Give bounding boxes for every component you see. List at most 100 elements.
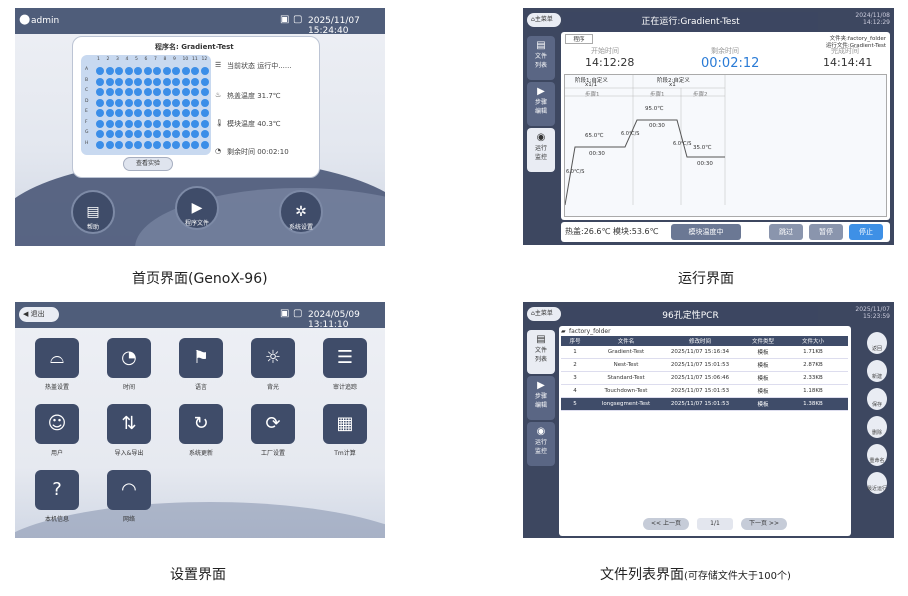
plate-well [153,88,161,96]
plate-well [124,140,133,149]
stop-button[interactable]: 停止 [849,224,883,240]
plate-well [105,88,114,96]
language-flag-icon[interactable]: ⚑ [179,338,223,378]
start-time-label: 开始时间 [591,47,619,55]
update-icon[interactable]: ↻ [179,404,223,444]
thermometer-icon: 🌡 [215,119,224,127]
table-cell: 2.33KB [803,375,823,381]
table-header-cell: 文件大小 [801,339,824,345]
plate-well [191,67,199,75]
plate-well [181,67,190,75]
table-cell: 2025/11/07 15:16:34 [670,349,730,355]
main-menu-button[interactable]: ⌂主菜单 [527,307,561,321]
finish-time-label: 完成时间 [831,47,859,55]
plate-row-label: D [85,98,89,104]
lock-icon[interactable]: ▣ [280,308,290,319]
audit-icon[interactable]: ☰ [323,338,367,378]
plate-well [200,88,209,96]
save-icon[interactable]: 保存 [867,388,887,410]
nav-settings-label: 系统设置 [288,224,313,231]
plate-well [181,109,190,117]
nav-files-label: 程序文件 [184,220,209,227]
view-experiment-button[interactable]: 查看实验 [123,157,173,171]
sidebar-item-step-edit[interactable]: ▶步骤编辑 [527,82,555,126]
plate-column-label: 10 [182,57,189,62]
plate-well [105,109,114,117]
plate-well [96,109,104,117]
next-page-button[interactable]: 下一页 >> [741,518,787,530]
skip-button[interactable]: 跳过 [769,224,803,240]
new-file-icon[interactable]: 新建 [867,360,887,382]
sidebar-item-file-list[interactable]: ▤文件列表 [527,330,555,374]
screen-icon[interactable]: ▢ [293,14,303,25]
gear-icon[interactable]: ✲ [279,190,323,234]
status-list-icon: ☰ [215,61,222,69]
plate-well [191,77,199,86]
lid-temp-icon: ♨ [215,91,222,99]
exit-button[interactable]: ◀ 退出 [19,307,59,322]
settings-datetime: 2024/05/09 13:11:10 [308,310,360,330]
pause-button[interactable]: 暂停 [809,224,843,240]
plate-well [96,88,104,96]
plate-well [162,140,171,149]
sidebar-item-step-edit[interactable]: ▶步骤编辑 [527,376,555,420]
settings-item-label: Tm计算 [334,450,356,457]
plate-well [153,130,161,138]
plate-well [162,130,171,138]
lock-icon[interactable]: ▣ [280,14,290,25]
plate-well [105,130,114,138]
lid-icon[interactable]: ⌓ [35,338,79,378]
plate-well [115,67,123,75]
backlight-icon[interactable]: ☼ [251,338,295,378]
wifi-icon[interactable]: ◠ [107,470,151,510]
plate-well [134,140,142,149]
info-icon[interactable]: ? [35,470,79,510]
user-icon[interactable]: ☺ [35,404,79,444]
rate-1: 6.0℃/S [566,169,585,175]
sidebar-item-run-monitor[interactable]: ◉运行监控 [527,128,555,172]
plate-column-label: 9 [173,57,176,62]
rename-icon[interactable]: 重命名 [867,444,887,466]
sidebar-item-file-list[interactable]: ▤文件列表 [527,36,555,80]
back-icon[interactable]: 返回 [867,332,887,354]
plate-well [191,140,199,149]
folder-name: factory_folder [569,328,611,335]
table-cell: 5 [573,401,577,407]
plate-well [105,140,114,149]
import-export-icon[interactable]: ⇅ [107,404,151,444]
plate-well [124,88,133,96]
action-label: 最近运行 [867,486,888,492]
recent-run-icon[interactable]: 最近运行 [867,472,887,494]
tab-program[interactable]: 程序 [565,34,593,44]
action-label: 重命名 [869,458,885,464]
help-icon[interactable]: ▤ [71,190,115,234]
plate-well [124,77,133,86]
sidebar-item-run-monitor[interactable]: ◉运行监控 [527,422,555,466]
prev-page-button[interactable]: << 上一页 [643,518,689,530]
run-content: 程序 文件夹:factory_folder 运行文件:Gradient-Test… [561,32,890,220]
calculator-icon[interactable]: ▦ [323,404,367,444]
finish-time-value: 14:14:41 [823,56,873,69]
plate-well [124,109,133,117]
plate-row-label: E [85,109,88,114]
plate-well [124,67,133,75]
screen-icon[interactable]: ▢ [293,308,303,319]
factory-reset-icon[interactable]: ⟳ [251,404,295,444]
plate-column-label: 11 [192,57,198,62]
plate-row-label: C [85,88,89,93]
clock-icon[interactable]: ◔ [107,338,151,378]
folder-icon[interactable]: ▶ [175,186,219,230]
segment-1-temp: 65.0℃ [585,133,604,139]
plate-column-label: 2 [106,57,110,62]
plate-well [115,98,123,107]
main-menu-button[interactable]: ⌂主菜单 [527,13,561,27]
delete-icon[interactable]: 删除 [867,416,887,438]
plate-well [162,119,171,128]
